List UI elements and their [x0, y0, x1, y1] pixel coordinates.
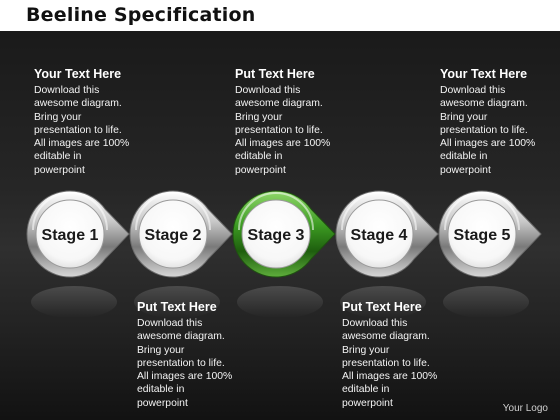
stage-disc — [138, 199, 208, 269]
stage-label: Stage 5 — [454, 227, 511, 244]
text-block-2: Put Text Here Download this awesome diag… — [137, 300, 257, 410]
text-block-5: Your Text Here Download this awesome dia… — [440, 67, 560, 177]
text-block-body: Download this awesome diagram. Bring you… — [440, 84, 560, 177]
text-line: presentation to life. — [440, 124, 528, 136]
text-line: presentation to life. — [34, 124, 122, 136]
header: Beeline Specification — [0, 0, 560, 31]
text-line: editable in — [34, 151, 82, 163]
stage-label: Stage 2 — [145, 227, 202, 244]
text-line: Download this — [440, 85, 506, 96]
text-block-body: Download this awesome diagram. Bring you… — [34, 84, 154, 177]
text-block-title: Your Text Here — [440, 67, 528, 81]
stage-4: Stage 4 — [335, 190, 439, 278]
text-block-1: Your Text Here Download this awesome dia… — [34, 67, 154, 177]
text-line: presentation to life. — [235, 124, 323, 136]
stage-label: Stage 4 — [351, 227, 408, 244]
stage-label: Stage 1 — [42, 227, 99, 244]
stage-1: Stage 1 — [26, 190, 130, 278]
text-line: editable in — [440, 151, 488, 163]
stage-3: Stage 3 — [232, 190, 336, 278]
stage-5: Stage 5 — [438, 190, 542, 278]
text-block-body: Download this awesome diagram. Bring you… — [235, 84, 355, 177]
text-line: powerpoint — [235, 164, 286, 176]
text-line: awesome diagram. — [137, 331, 225, 343]
page-title: Beeline Specification — [26, 4, 256, 26]
stage-ring-shine — [238, 192, 314, 231]
stage-ring-shine — [444, 192, 520, 231]
text-line: All images are 100% — [440, 138, 536, 150]
stage-2: Stage 2 — [129, 190, 233, 278]
stage-ring-shine — [135, 192, 211, 231]
stage-ring-shine — [32, 192, 108, 231]
stage-disc — [241, 199, 311, 269]
stage-label: Stage 3 — [248, 227, 305, 244]
text-line: awesome diagram. — [440, 98, 528, 110]
text-line: presentation to life. — [342, 357, 430, 369]
text-block-title: Your Text Here — [34, 67, 122, 81]
text-line: awesome diagram. — [34, 98, 122, 110]
stage-reflection — [31, 286, 117, 318]
text-line: All images are 100% — [137, 371, 233, 383]
text-line: editable in — [342, 384, 390, 396]
text-block-4: Put Text Here Download this awesome diag… — [342, 300, 462, 410]
text-line: Bring your — [440, 111, 488, 123]
text-line: powerpoint — [137, 397, 188, 409]
logo-text: Your Logo — [502, 403, 548, 414]
stage-ring-shine — [341, 192, 417, 231]
text-line: Download this — [342, 318, 408, 329]
text-line: Bring your — [235, 111, 283, 123]
text-block-body: Download this awesome diagram. Bring you… — [137, 317, 257, 410]
text-block-title: Put Text Here — [342, 300, 422, 314]
stage-reflection — [340, 286, 426, 318]
text-line: All images are 100% — [235, 138, 331, 150]
text-line: awesome diagram. — [342, 331, 430, 343]
text-block-title: Put Text Here — [235, 67, 315, 81]
text-block-body: Download this awesome diagram. Bring you… — [342, 317, 462, 410]
text-line: Bring your — [137, 344, 185, 356]
text-line: Bring your — [342, 344, 390, 356]
stage-reflection — [134, 286, 220, 318]
text-line: All images are 100% — [342, 371, 438, 383]
stage-disc — [344, 199, 414, 269]
text-line: All images are 100% — [34, 138, 130, 150]
text-line: Download this — [137, 318, 203, 329]
text-block-3: Put Text Here Download this awesome diag… — [235, 67, 355, 177]
stage-reflection — [443, 286, 529, 318]
stage-reflection — [237, 286, 323, 318]
stage-disc — [35, 199, 105, 269]
text-line: Bring your — [34, 111, 82, 123]
text-line: powerpoint — [34, 164, 85, 176]
text-line: Download this — [235, 85, 301, 96]
text-line: editable in — [235, 151, 283, 163]
text-line: powerpoint — [342, 397, 393, 409]
text-block-title: Put Text Here — [137, 300, 217, 314]
text-line: Download this — [34, 85, 100, 96]
text-line: powerpoint — [440, 164, 491, 176]
text-line: presentation to life. — [137, 357, 225, 369]
stage-disc — [447, 199, 517, 269]
text-line: editable in — [137, 384, 185, 396]
text-line: awesome diagram. — [235, 98, 323, 110]
